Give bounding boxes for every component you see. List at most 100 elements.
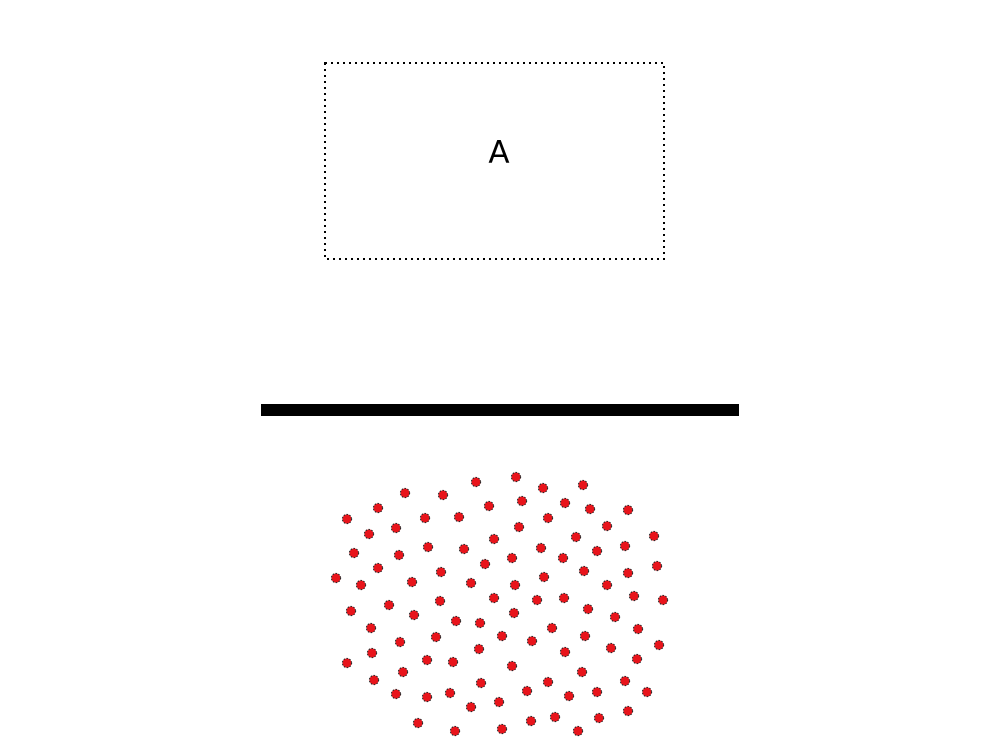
particle [538,571,550,583]
particle [372,502,384,514]
particle [437,489,449,501]
particle [591,686,603,698]
particle [488,592,500,604]
particle [421,691,433,703]
particle [570,531,582,543]
particle-cluster [330,471,669,737]
particle [345,605,357,617]
particle [465,701,477,713]
particle [542,676,554,688]
particle [516,495,528,507]
particle [593,712,605,724]
particle [628,590,640,602]
particle [394,636,406,648]
particle [372,562,384,574]
particle [631,653,643,665]
particle [563,690,575,702]
particle [393,549,405,561]
particle [525,715,537,727]
particle [365,622,377,634]
particle [576,666,588,678]
particle [558,592,570,604]
barrier-bar [261,404,739,416]
particle [355,579,367,591]
particle [450,615,462,627]
particle [622,705,634,717]
particle [397,666,409,678]
particle [453,511,465,523]
particle [559,646,571,658]
particle [496,723,508,735]
particle [632,623,644,635]
particle [521,685,533,697]
particle [542,512,554,524]
particle [444,687,456,699]
particle [458,543,470,555]
particle [549,711,561,723]
particle [531,594,543,606]
particle [577,479,589,491]
particle [609,611,621,623]
particle [390,522,402,534]
particle [390,688,402,700]
particle [348,547,360,559]
particle [648,530,660,542]
particle [622,504,634,516]
particle [619,540,631,552]
particle [546,622,558,634]
particle [605,642,617,654]
particle [399,487,411,499]
particle [619,675,631,687]
particle [506,660,518,672]
particle [641,686,653,698]
particle [422,541,434,553]
particle [651,560,663,572]
particle [579,630,591,642]
particle [513,521,525,533]
particle [601,579,613,591]
particle [653,639,665,651]
particle [474,617,486,629]
particle [582,603,594,615]
particle [330,572,342,584]
particle [341,657,353,669]
particle [449,725,461,737]
particle [408,609,420,621]
particle [591,545,603,557]
particle [421,654,433,666]
particle [657,594,669,606]
particle [479,558,491,570]
particle [341,513,353,525]
particle [578,565,590,577]
particle [366,647,378,659]
particle [535,542,547,554]
particle [383,599,395,611]
particle [470,476,482,488]
region-a: A [324,62,665,260]
particle [584,503,596,515]
particle [488,533,500,545]
particle [430,631,442,643]
particle [508,607,520,619]
particle [496,630,508,642]
particle [622,567,634,579]
particle [557,552,569,564]
particle [412,717,424,729]
particle [435,566,447,578]
particle [526,635,538,647]
region-a-label: A [488,135,509,171]
particle [363,528,375,540]
particle [406,576,418,588]
particle [419,512,431,524]
particle [434,595,446,607]
particle [473,643,485,655]
particle [559,497,571,509]
particle [572,725,584,737]
particle [509,579,521,591]
particle [510,471,522,483]
particle [368,674,380,686]
particle [601,520,613,532]
particle [447,656,459,668]
particle [475,677,487,689]
